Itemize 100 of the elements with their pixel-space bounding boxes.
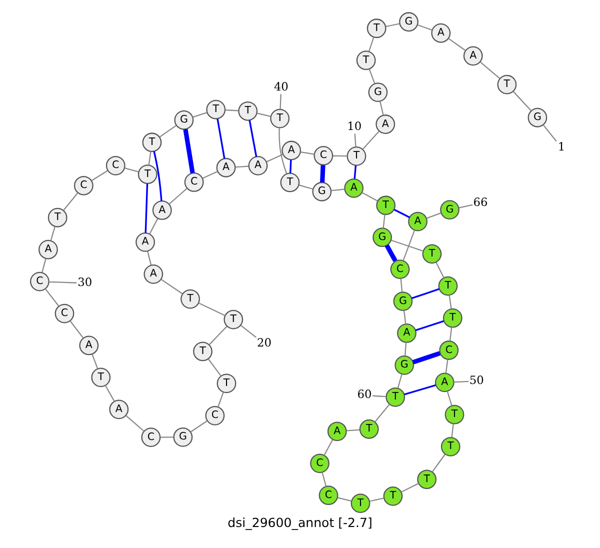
- connector: [386, 23, 400, 28]
- connector: [368, 68, 376, 84]
- node-circle: T: [356, 50, 376, 70]
- connector: [62, 192, 78, 211]
- connector: [354, 134, 356, 147]
- node-circle: A: [109, 400, 129, 420]
- node-circle: A: [434, 372, 454, 392]
- node-circle: G: [173, 427, 193, 447]
- connector: [147, 251, 152, 266]
- connector: [183, 128, 195, 174]
- node-circle: A: [327, 422, 347, 442]
- connector: [202, 170, 218, 179]
- node-circle: C: [54, 304, 74, 324]
- connector: [124, 168, 139, 172]
- connector: [148, 152, 152, 166]
- node-circle: T: [138, 164, 158, 184]
- connector: [372, 395, 386, 398]
- connector: [42, 258, 46, 273]
- node-circle: T: [497, 74, 517, 94]
- node-circle: A: [152, 200, 172, 220]
- connector: [404, 342, 407, 356]
- connector: [404, 384, 436, 396]
- connector: [168, 188, 188, 204]
- node-circle: A: [248, 156, 268, 176]
- connector: [448, 295, 452, 309]
- node-circle: T: [366, 18, 386, 38]
- node-text: 60: [357, 387, 372, 402]
- connector: [153, 151, 162, 202]
- connector: [160, 278, 183, 294]
- connector: [208, 326, 228, 346]
- node-circle: C: [74, 176, 94, 196]
- connector: [144, 184, 148, 233]
- connector: [370, 498, 384, 502]
- connector: [300, 151, 314, 155]
- connector: [192, 112, 208, 118]
- node-circle: G: [440, 200, 460, 220]
- connector: [290, 160, 292, 174]
- connector: [70, 320, 84, 338]
- connector: [394, 208, 410, 218]
- node-circle: C: [318, 486, 338, 506]
- node-circle: A: [282, 140, 302, 160]
- node-circle: A: [376, 114, 396, 134]
- connector: [346, 429, 360, 432]
- connector: [446, 391, 452, 406]
- node-circle: C: [184, 172, 204, 192]
- connector: [397, 374, 402, 388]
- connector: [266, 154, 284, 162]
- connector: [104, 385, 115, 402]
- connector: [332, 155, 348, 157]
- connector: [374, 404, 390, 422]
- connector: [448, 38, 466, 52]
- connector: [50, 226, 56, 241]
- node-circle: A: [397, 324, 416, 343]
- node-circle: C: [314, 146, 334, 166]
- connector: [331, 188, 344, 192]
- connector: [449, 327, 452, 342]
- node-circle: C: [205, 406, 225, 426]
- connector: [159, 124, 177, 138]
- node-circle: T: [346, 146, 366, 166]
- node-circle: G: [528, 108, 548, 128]
- connector: [149, 218, 158, 234]
- connector: [190, 420, 208, 432]
- connector: [225, 109, 238, 112]
- connector: [354, 166, 357, 179]
- connector: [384, 244, 398, 262]
- node-circle: A: [79, 336, 99, 356]
- node-circle: T: [438, 276, 458, 296]
- connector: [512, 91, 532, 111]
- connector: [403, 310, 406, 324]
- connector: [432, 454, 446, 472]
- node-circle: C: [141, 428, 161, 448]
- node-circle: T: [383, 486, 403, 506]
- connector: [92, 354, 98, 369]
- node-circle: T: [142, 132, 162, 152]
- connector: [402, 230, 416, 261]
- node-circle: T: [417, 470, 437, 490]
- node-circle: G: [372, 228, 392, 248]
- node-circle: A: [463, 46, 483, 66]
- connector: [48, 281, 77, 284]
- connector: [368, 36, 374, 52]
- connector: [445, 359, 448, 374]
- connector: [480, 62, 500, 79]
- connector: [198, 302, 226, 316]
- node-circle: C: [310, 454, 330, 474]
- node-circle: T: [442, 308, 462, 328]
- node-text: 20: [257, 336, 272, 350]
- node-text: 66: [473, 194, 488, 209]
- connector: [126, 415, 144, 432]
- node-circle: C: [439, 340, 459, 360]
- connector: [208, 358, 222, 376]
- node-circle: T: [238, 101, 258, 121]
- connector: [542, 124, 557, 142]
- connector: [216, 118, 226, 159]
- node-circle: A: [431, 23, 451, 43]
- connector: [320, 165, 326, 182]
- connector: [160, 436, 174, 438]
- connector: [256, 112, 271, 117]
- connector: [380, 101, 384, 116]
- connector: [322, 472, 327, 486]
- node-circle: T: [350, 494, 370, 513]
